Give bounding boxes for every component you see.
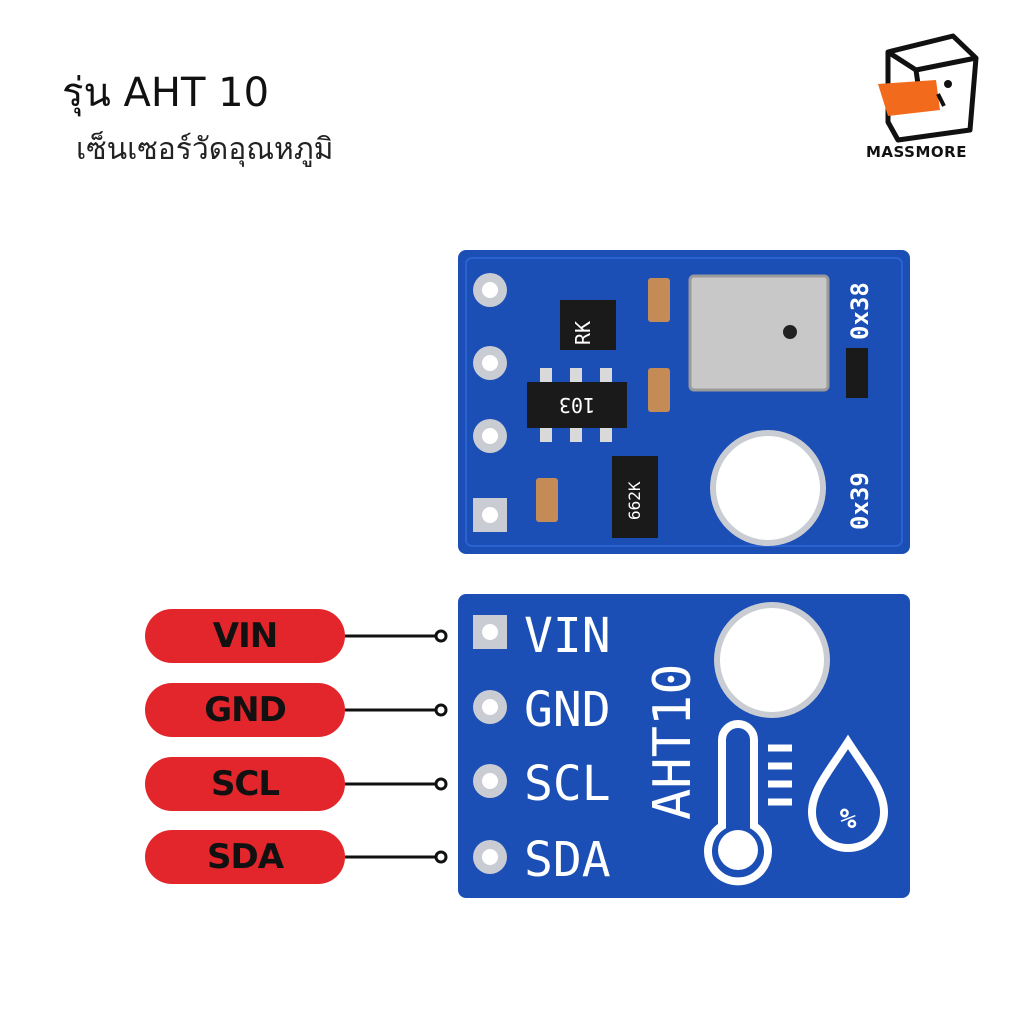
silk-pin-vin: VIN bbox=[524, 608, 611, 664]
capacitor-2 bbox=[648, 368, 670, 412]
duck-box-logo-icon bbox=[878, 33, 979, 143]
humidity-percent: % bbox=[840, 802, 857, 835]
bottom-mount-hole bbox=[720, 608, 824, 712]
pcb-top: RK 103 662K 0x38 0x39 bbox=[458, 250, 910, 554]
address-0x39: 0x39 bbox=[846, 472, 874, 530]
top-mount-hole bbox=[716, 436, 820, 540]
resistor bbox=[846, 348, 868, 398]
bottom-pin-holes bbox=[473, 615, 507, 874]
page-title: รุ่น AHT 10 bbox=[62, 70, 270, 116]
pin-label-sda: SDA bbox=[145, 830, 345, 884]
chip-103 bbox=[527, 382, 627, 428]
chip-103-label: 103 bbox=[559, 393, 595, 417]
thermometer-icon bbox=[704, 720, 772, 886]
silk-pin-sda: SDA bbox=[524, 832, 611, 888]
humidity-drop-icon bbox=[807, 734, 889, 852]
silk-pin-gnd: GND bbox=[524, 682, 611, 738]
pin-label-gnd: GND bbox=[145, 683, 345, 737]
aht10-sensor-can bbox=[688, 274, 830, 392]
pin-label-vin: VIN bbox=[145, 609, 345, 663]
brand-name: MASSMORE bbox=[866, 143, 967, 161]
page-subtitle: เซ็นเซอร์วัดอุณหภูมิ bbox=[76, 132, 334, 167]
top-pin-holes bbox=[473, 273, 507, 532]
silk-pin-scl: SCL bbox=[524, 756, 611, 812]
pin-label-scl: SCL bbox=[145, 757, 345, 811]
address-0x38: 0x38 bbox=[846, 282, 874, 340]
chip-rk-label: RK bbox=[571, 321, 595, 345]
capacitor-3 bbox=[536, 478, 558, 522]
regulator-662k bbox=[612, 456, 658, 538]
pcb-bottom: VIN GND SCL SDA AHT10 % bbox=[458, 594, 910, 898]
capacitor-1 bbox=[648, 278, 670, 322]
chip-rk bbox=[560, 300, 616, 350]
silk-model-aht10: AHT10 bbox=[643, 663, 703, 820]
regulator-label: 662K bbox=[625, 481, 644, 520]
